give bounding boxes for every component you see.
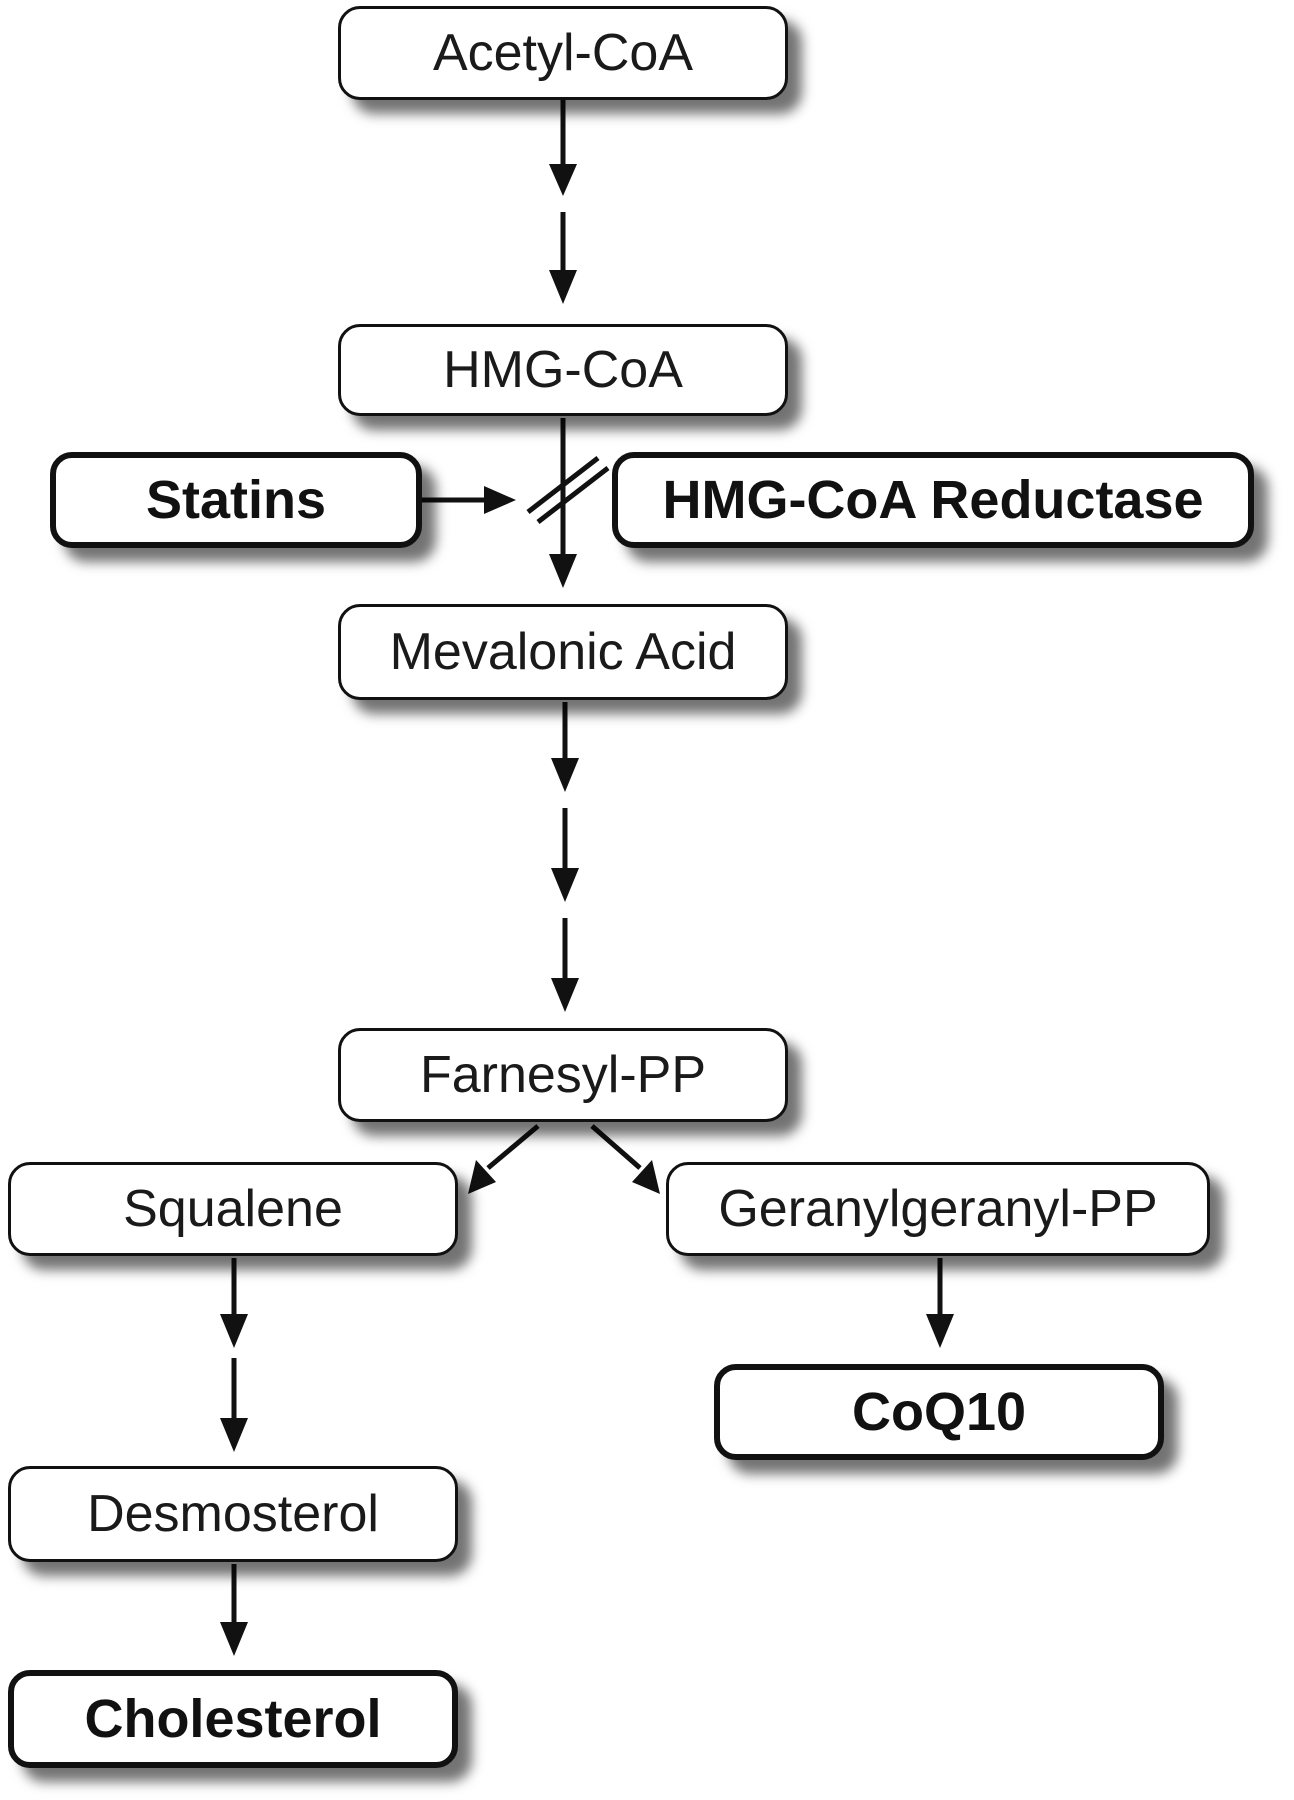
node-geranylgeranyl-pp: Geranylgeranyl-PP	[666, 1162, 1210, 1256]
node-farnesyl-pp: Farnesyl-PP	[338, 1028, 788, 1122]
arrow-squalene-to-desmosterol	[220, 1258, 248, 1452]
inhibition-mark	[526, 456, 610, 524]
node-statins: Statins	[50, 452, 422, 548]
arrow-geranylgeranyl-to-coq10	[926, 1258, 954, 1348]
arrow-farnesyl-to-geranylgeranyl	[590, 1124, 660, 1194]
arrow-farnesyl-to-squalene	[468, 1124, 540, 1194]
node-squalene: Squalene	[8, 1162, 458, 1256]
node-mevalonic-acid: Mevalonic Acid	[338, 604, 788, 700]
arrow-desmosterol-to-cholesterol	[220, 1564, 248, 1656]
arrow-acetylcoa-to-hmgcoa	[549, 100, 577, 304]
node-hmg-coa: HMG-CoA	[338, 324, 788, 416]
node-cholesterol: Cholesterol	[8, 1670, 458, 1768]
node-hmg-coa-reductase: HMG-CoA Reductase	[612, 452, 1254, 548]
node-desmosterol: Desmosterol	[8, 1466, 458, 1562]
node-coq10: CoQ10	[714, 1364, 1164, 1460]
arrow-statins-to-reductase	[422, 486, 516, 514]
arrow-mevalonic-to-farnesyl	[551, 702, 579, 1012]
node-acetyl-coa: Acetyl-CoA	[338, 6, 788, 100]
arrow-hmgcoa-to-mevalonic	[549, 418, 577, 588]
